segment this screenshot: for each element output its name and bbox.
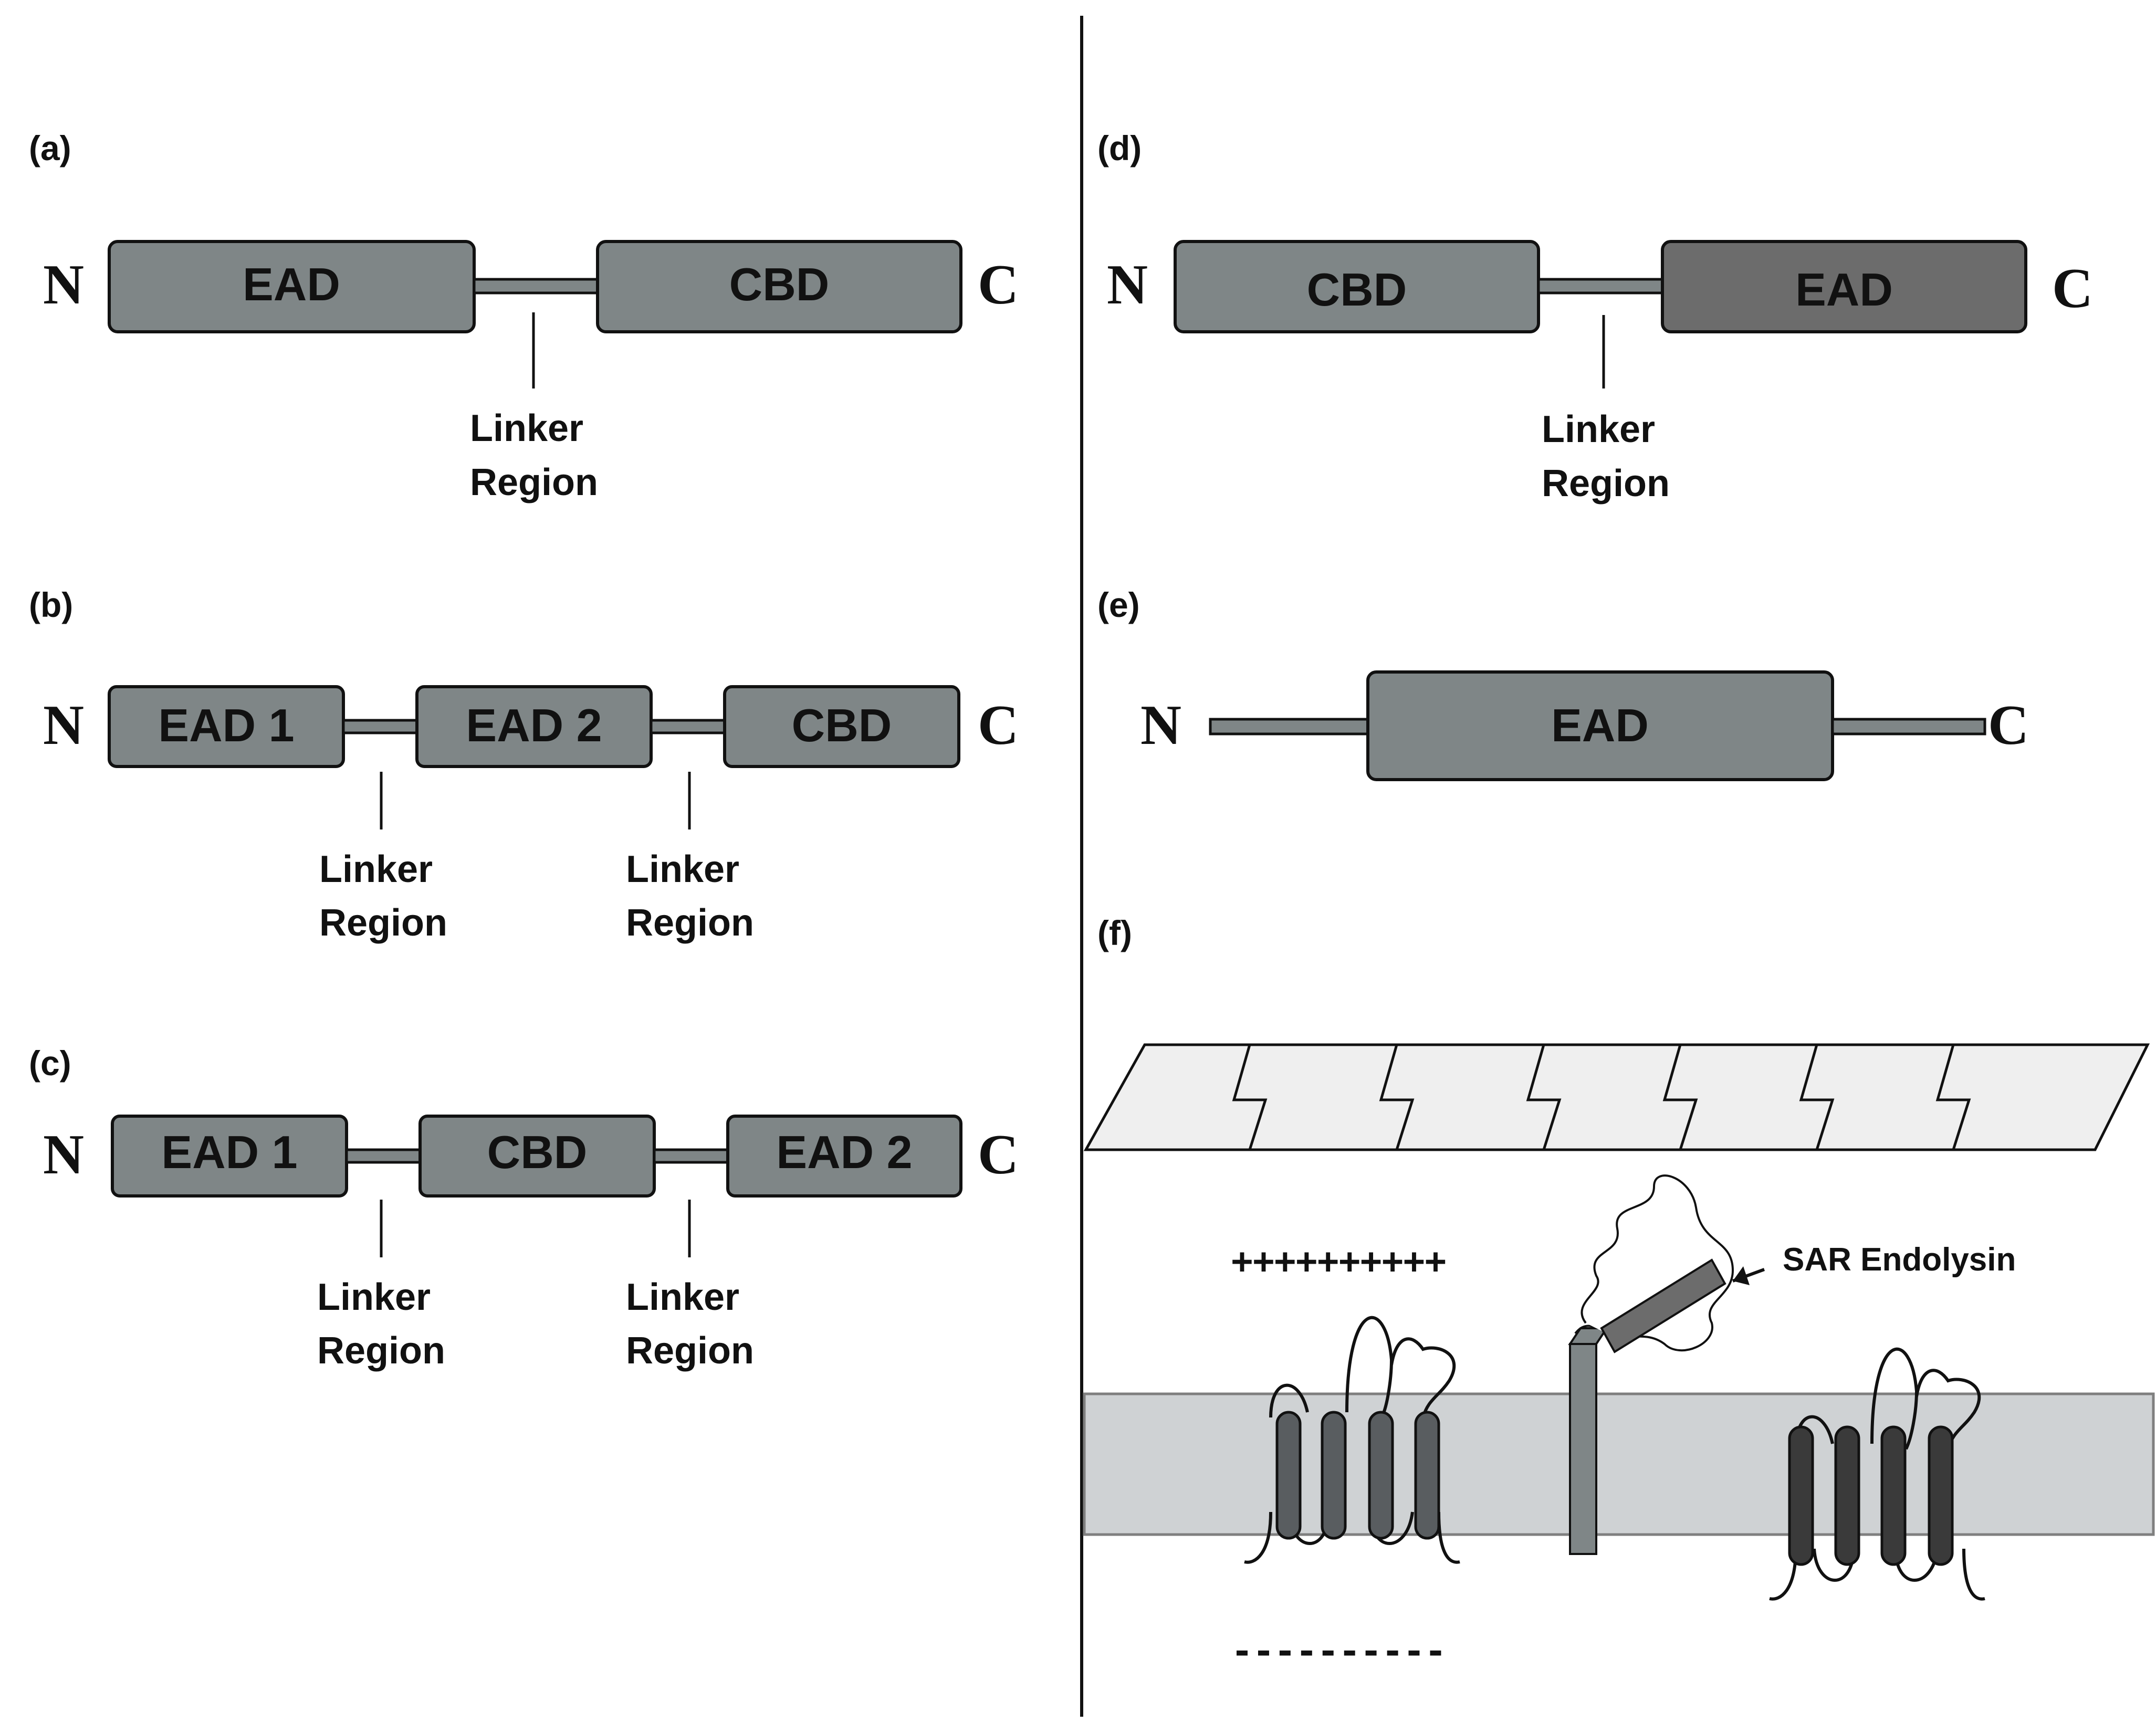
panel-e-ead-domain-label: EAD: [1551, 699, 1649, 751]
panel-d-n-terminus: N: [1107, 254, 1148, 316]
panel-b-n-terminus: N: [43, 694, 84, 757]
cytoplasmic-membrane: [1083, 1392, 2155, 1536]
panel-d-c-terminus: C: [2052, 257, 2093, 320]
panel-d-cbd-domain-label: CBD: [1307, 264, 1407, 316]
panel-e-n-terminus: N: [1140, 694, 1181, 757]
panel-a-n-terminus: N: [43, 254, 84, 316]
holin-2-c-tail: [1962, 1548, 1985, 1601]
panel-a-linker-label-line2: Region: [470, 461, 598, 503]
panel-a-label: (a): [29, 129, 71, 167]
panel-d-linker: [1537, 278, 1664, 295]
panel-c-linker-2-label-line1: Linker: [626, 1276, 739, 1318]
panel-e-label: (e): [1097, 585, 1140, 624]
panel-d-label: (d): [1097, 129, 1142, 167]
panel-a-linker: [473, 278, 599, 295]
panel-b-linker-2: [650, 719, 726, 734]
panel-d: (d) N CBD EAD C Linker Region: [1097, 129, 2093, 505]
holin-2-loop-3: [1915, 1369, 1981, 1450]
positive-charges: ++++++++++: [1231, 1241, 1446, 1282]
panel-b-ead2-domain-label: EAD 2: [466, 699, 602, 751]
panel-a-cbd-domain-label: CBD: [729, 258, 830, 310]
holin-2-helix-3: [1880, 1425, 1907, 1566]
holin-1-helix-2: [1321, 1411, 1347, 1540]
holin-1-loop-3: [1390, 1337, 1456, 1418]
panel-c-n-terminus: N: [43, 1123, 84, 1186]
panel-d-linker-label-line1: Linker: [1542, 408, 1655, 450]
panel-c: (c) N EAD 1 CBD EAD 2 C Linker Region Li…: [29, 1044, 1019, 1372]
panel-b-c-terminus: C: [978, 694, 1019, 757]
panel-c-linker-1-label-line2: Region: [317, 1330, 445, 1372]
panel-c-linker-2-label-line2: Region: [626, 1330, 754, 1372]
panel-d-linker-label-line2: Region: [1542, 463, 1670, 505]
sar-endolysin: [1568, 1174, 1734, 1555]
panel-d-ead-domain: [1661, 240, 2027, 333]
panel-b-label: (b): [29, 585, 73, 624]
panel-f: (f) ++++++++++ ----------: [1083, 913, 2155, 1672]
panel-c-linker-1-label-line1: Linker: [317, 1276, 431, 1318]
holin-1-loop-2: [1345, 1316, 1394, 1419]
sar-endolysin-pointer-arrowhead: [1733, 1266, 1750, 1285]
panel-a-cbd-domain: [596, 240, 962, 333]
panel-b-ead1-domain-label: EAD 1: [158, 699, 294, 751]
panel-e-n-tail: [1209, 718, 1369, 736]
panel-b-cbd-domain: [723, 685, 960, 768]
panel-a: (a) N EAD CBD C Linker Region: [29, 129, 1019, 503]
sar-endolysin-unfolded-region: [1581, 1174, 1734, 1352]
panel-c-linker-2: [653, 1148, 729, 1164]
panel-a-linker-label-line1: Linker: [470, 407, 583, 449]
panel-e: (e) N EAD C: [1097, 585, 2029, 781]
holin-1-helix-3: [1368, 1411, 1394, 1540]
panel-b-cbd-domain-label: CBD: [792, 699, 892, 751]
sar-endolysin-label: SAR Endolysin: [1783, 1242, 2016, 1278]
negative-charges: ----------: [1231, 1631, 1446, 1672]
panel-b-linker-1-label-line2: Region: [319, 902, 447, 944]
holin-1-helix-4: [1414, 1411, 1440, 1540]
panel-c-label: (c): [29, 1044, 71, 1083]
holin-protein-1: [1244, 1316, 1460, 1564]
panel-b: (b) N EAD 1 EAD 2 CBD C Linker Region Li…: [29, 585, 1019, 944]
panel-e-c-tail: [1831, 718, 1986, 736]
panel-c-ead1-domain-label: EAD 1: [161, 1126, 297, 1178]
cell-wall-crosslinks: [1232, 1044, 1971, 1150]
panel-a-c-terminus: C: [978, 254, 1019, 316]
panel-b-linker-1-label-line1: Linker: [319, 848, 433, 890]
panel-d-ead-domain-label: EAD: [1795, 264, 1893, 316]
panel-c-ead2-domain-label: EAD 2: [776, 1126, 912, 1178]
cell-wall: [1083, 1043, 2150, 1151]
holin-1-loop-1: [1269, 1383, 1309, 1418]
panel-c-c-terminus: C: [978, 1123, 1019, 1186]
panel-e-c-terminus: C: [1988, 694, 2029, 757]
panel-c-ead2-domain: [726, 1115, 962, 1198]
holin-protein-2: [1769, 1347, 1985, 1601]
sar-endolysin-catalytic-domain: [1600, 1258, 1726, 1353]
holin-2-loop-2: [1870, 1347, 1919, 1450]
sar-endolysin-membrane-anchor: [1569, 1343, 1597, 1555]
panel-c-cbd-domain-label: CBD: [487, 1126, 588, 1178]
holin-2-helix-1: [1788, 1425, 1814, 1566]
holin-2-helix-4: [1928, 1425, 1954, 1566]
panel-f-label: (f): [1097, 913, 1132, 952]
panel-b-linker-2-label-line1: Linker: [626, 848, 739, 890]
holin-1-helix-1: [1275, 1411, 1302, 1540]
panel-b-linker-2-label-line2: Region: [626, 902, 754, 944]
panel-b-linker-1: [342, 719, 418, 734]
holin-2-helix-2: [1834, 1425, 1860, 1566]
panel-c-linker-1: [345, 1148, 422, 1164]
holin-1-n-tail: [1244, 1511, 1272, 1564]
panel-a-ead-domain-label: EAD: [243, 258, 340, 310]
